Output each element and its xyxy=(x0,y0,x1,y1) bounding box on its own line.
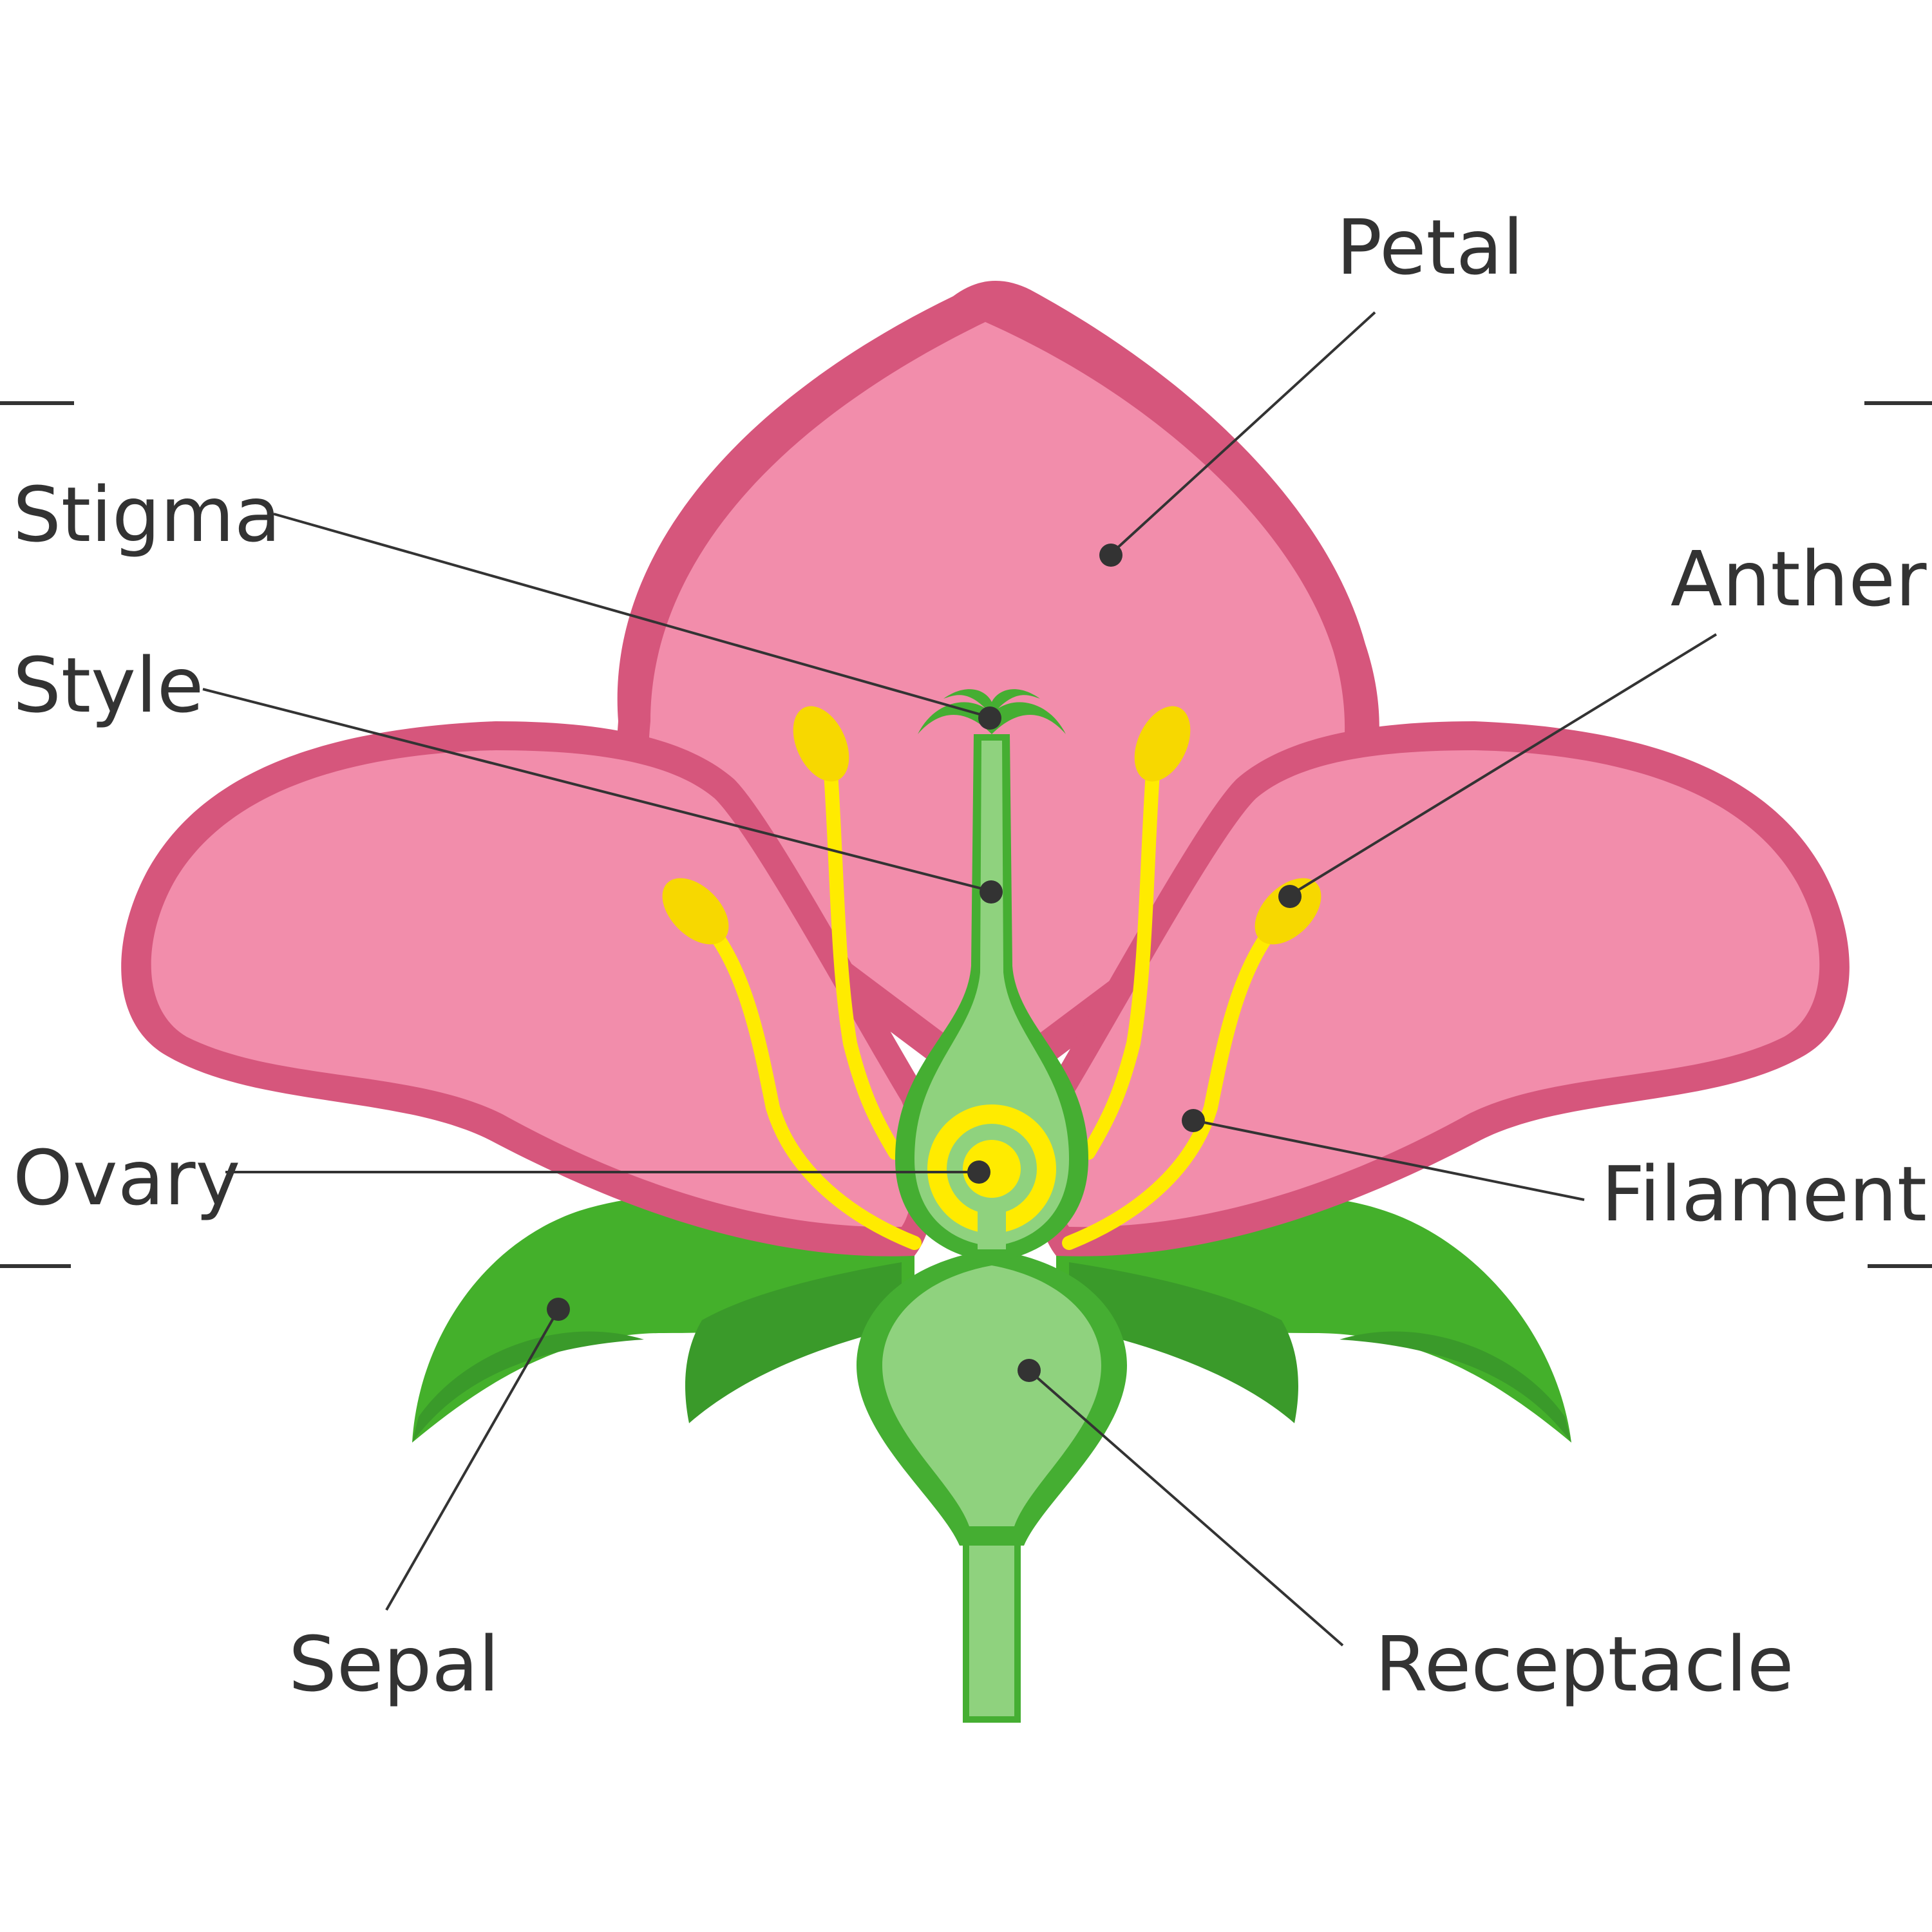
leader-stigma xyxy=(273,513,989,718)
ovary-notch xyxy=(978,1211,1006,1249)
filament-left-outer xyxy=(708,927,922,1250)
leader-petal-dot xyxy=(1099,544,1122,567)
sepal-left-outer xyxy=(412,1195,914,1443)
leader-sepal-dot xyxy=(547,1298,570,1321)
label-receptacle: Receptacle xyxy=(1375,1620,1794,1709)
leader-style xyxy=(202,688,990,892)
anther-right-inner xyxy=(1134,706,1191,782)
sepals xyxy=(412,1195,1571,1443)
anther-left-inner xyxy=(793,706,849,782)
leader-receptacle-dot xyxy=(1018,1359,1041,1382)
label-style: Style xyxy=(13,641,204,730)
anther-left-outer xyxy=(662,878,729,945)
sepal-right-outer xyxy=(1056,1195,1571,1443)
receptacle-inner xyxy=(882,1265,1101,1526)
petal-left-inner xyxy=(151,750,914,1227)
leader-anther-dot xyxy=(1278,885,1302,908)
leader-anther xyxy=(1289,633,1718,896)
filament-left-inner xyxy=(824,766,902,1160)
leader-style-dot xyxy=(980,880,1003,904)
label-petal: Petal xyxy=(1336,203,1524,292)
sepal-left-inner xyxy=(685,1262,902,1423)
label-filament: Filament xyxy=(1601,1150,1927,1238)
label-sepal: Sepal xyxy=(289,1620,500,1709)
leader-ovary-dot xyxy=(967,1160,990,1184)
labels: Petal Stigma Anther Style Ovary Filament… xyxy=(13,203,1927,1709)
sepal-right-outer-shade xyxy=(1340,1331,1571,1443)
stamens xyxy=(708,766,1276,1250)
leader-sepal xyxy=(385,1310,559,1611)
leader-petal xyxy=(1110,311,1376,555)
pistil xyxy=(857,689,1127,1723)
label-stigma: Stigma xyxy=(13,470,281,559)
leader-stigma-dot xyxy=(978,706,1001,730)
label-ovary: Ovary xyxy=(13,1133,240,1222)
leader-filament-dot xyxy=(1182,1109,1205,1132)
filament-right-inner xyxy=(1081,766,1160,1160)
petal-right-inner xyxy=(1057,750,1820,1227)
edge-brackets xyxy=(0,401,1932,1268)
leader-filament xyxy=(1194,1119,1585,1201)
leader-receptacle xyxy=(1029,1370,1344,1647)
filament-right-outer xyxy=(1062,927,1276,1250)
sepal-right-inner xyxy=(1069,1262,1298,1423)
anther-right-outer xyxy=(1255,878,1321,945)
label-anther: Anther xyxy=(1671,535,1927,623)
anthers xyxy=(662,706,1321,945)
petals xyxy=(121,281,1850,1256)
sepal-left-outer-shade xyxy=(412,1331,644,1443)
leaders xyxy=(202,311,1718,1647)
